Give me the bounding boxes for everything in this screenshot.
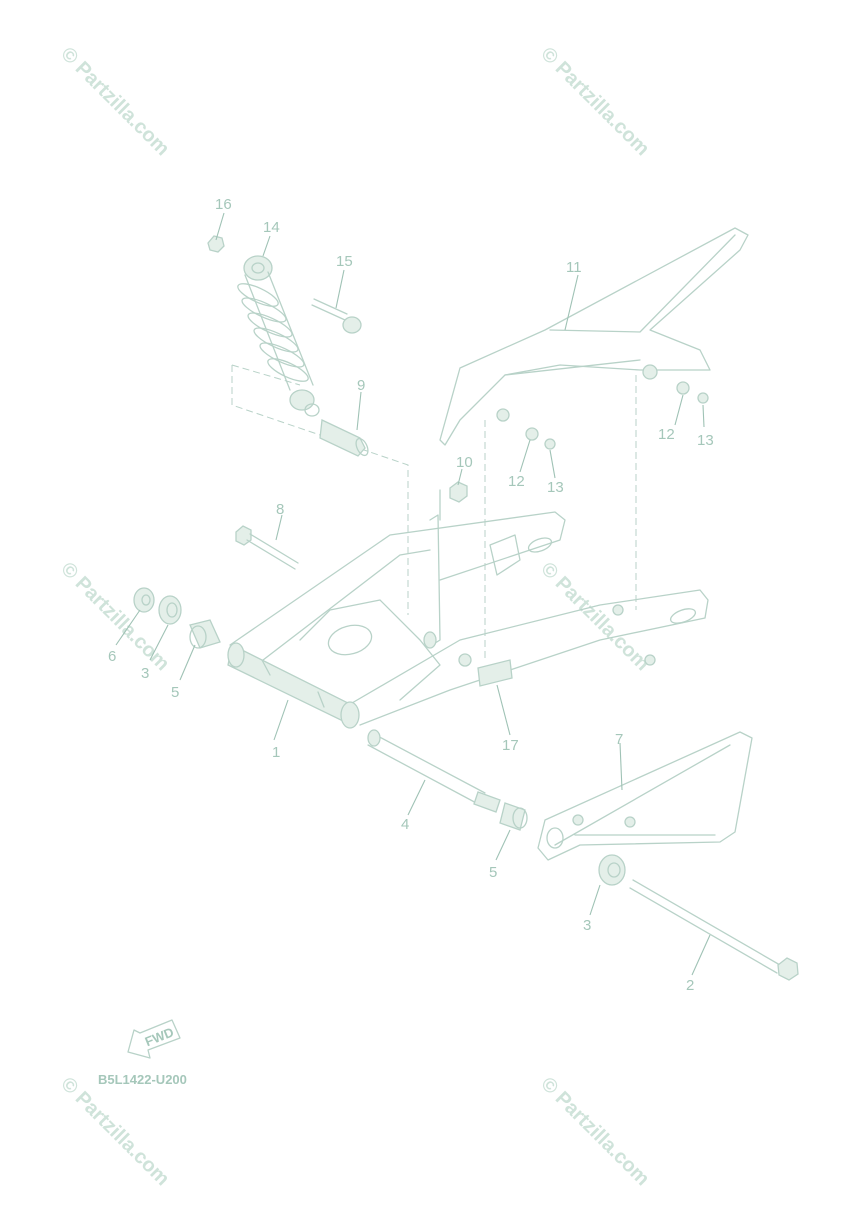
bushing-5-left [189, 619, 221, 649]
callout-16: 16 [215, 196, 232, 213]
callout-6: 6 [108, 648, 116, 665]
collar-12-left [525, 427, 539, 441]
assembly-guides [231, 364, 637, 660]
collar-12-right [676, 381, 690, 395]
callout-9: 9 [357, 377, 365, 394]
label-17 [477, 659, 513, 687]
callout-1: 1 [272, 744, 280, 761]
diagram-code: B5L1422-U200 [98, 1072, 187, 1087]
callout-2: 2 [686, 977, 694, 994]
callout-12-right: 12 [658, 426, 675, 443]
watermark: © Partzilla.com [56, 43, 173, 160]
pivot-tube-1 [227, 642, 360, 729]
fwd-arrow-icon: FWD [127, 1019, 181, 1059]
watermarks: © Partzilla.com © Partzilla.com © Partzi… [56, 43, 653, 1190]
watermark: © Partzilla.com [536, 1073, 653, 1190]
watermark: © Partzilla.com [56, 1073, 173, 1190]
callout-11: 11 [566, 259, 582, 276]
callout-numbers: 1 2 3 3 4 5 5 6 7 8 9 10 11 12 12 13 13 … [108, 196, 714, 994]
callout-3-left: 3 [141, 665, 149, 682]
callout-3-right: 3 [583, 917, 591, 934]
bolt-13-right [697, 392, 709, 404]
nut-16 [207, 235, 225, 253]
collar-9 [319, 419, 369, 457]
nut-10 [449, 481, 468, 503]
callout-13-right: 13 [697, 432, 714, 449]
bolt-13-left [544, 438, 556, 450]
bolt-15 [311, 298, 362, 334]
seal-3-right [598, 854, 626, 886]
bushing-5-right [499, 802, 528, 831]
bolt-8 [235, 525, 299, 570]
cap-6 [133, 587, 155, 613]
callout-7: 7 [615, 731, 623, 748]
chain-guard-11 [439, 227, 749, 446]
leader-lines [115, 212, 711, 976]
callout-12-left: 12 [508, 473, 525, 490]
callout-5-left: 5 [171, 684, 179, 701]
callout-5-right: 5 [489, 864, 497, 881]
callout-15: 15 [336, 253, 353, 270]
chain-guide-7 [537, 731, 753, 861]
callout-4: 4 [401, 816, 409, 833]
callout-14: 14 [263, 219, 280, 236]
seal-3-left [158, 595, 182, 625]
callout-8: 8 [276, 501, 284, 518]
rear-shock-absorber [237, 255, 320, 417]
callout-10: 10 [456, 454, 473, 471]
callout-17: 17 [502, 737, 519, 754]
pivot-shaft-4 [367, 729, 501, 813]
callout-13-left: 13 [547, 479, 564, 496]
swingarm [229, 489, 709, 726]
watermark: © Partzilla.com [536, 43, 653, 160]
bolt-2 [629, 879, 799, 981]
